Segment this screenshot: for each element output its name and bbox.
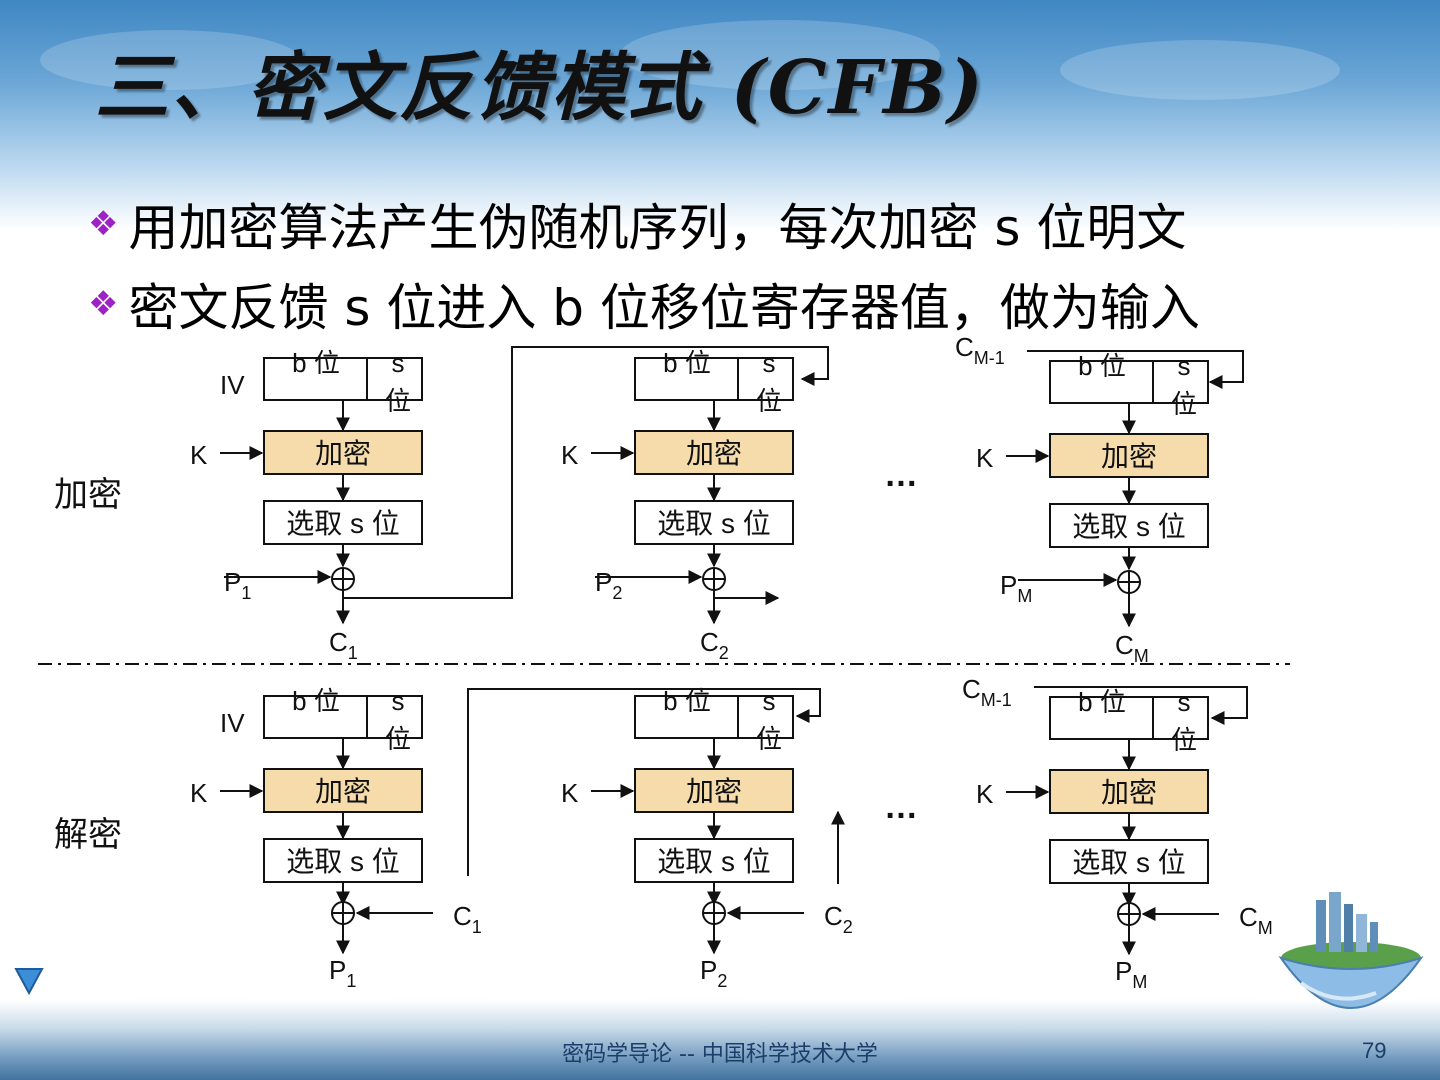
bullet-text: 用加密算法产生伪随机序列，每次加密 s 位明文: [128, 199, 1187, 257]
register-b-label: b 位: [292, 348, 340, 378]
header-background: [0, 0, 1440, 230]
encryption-label: 加密: [1101, 777, 1157, 808]
select-label: 选取 s 位: [286, 508, 400, 539]
register-s-label: 位: [756, 386, 782, 416]
select-label: 选取 s 位: [1072, 847, 1186, 878]
footer-background: [0, 1000, 1440, 1080]
signal-label: CM: [1239, 902, 1273, 938]
signal-label: CM-1: [962, 674, 1012, 710]
register-s-label: s: [1178, 351, 1191, 381]
triangle-down-icon[interactable]: [14, 966, 44, 996]
encryption-box: [263, 768, 423, 813]
signal-label: P1: [224, 567, 251, 603]
xor-icon: [702, 901, 726, 925]
register-s-label: s: [392, 686, 405, 716]
xor-icon: [331, 901, 355, 925]
bullet-text: 密文反馈 s 位进入 b 位移位寄存器值，做为输入: [128, 279, 1200, 337]
encryption-label: 加密: [315, 776, 371, 807]
register-s-label: s: [763, 686, 776, 716]
footer-text: 密码学导论 -- 中国科学技术大学: [562, 1042, 878, 1067]
key-label: K: [976, 443, 994, 473]
signal-label: C2: [700, 627, 729, 663]
select-label: 选取 s 位: [657, 846, 771, 877]
encryption-box: [634, 430, 794, 475]
select-label: 选取 s 位: [1072, 511, 1186, 542]
register-s-label: 位: [385, 386, 411, 416]
encryption-box: [263, 430, 423, 475]
signal-label: P1: [329, 955, 356, 991]
key-label: K: [190, 440, 208, 470]
register-b-label: b 位: [663, 686, 711, 716]
encryption-box: [1049, 433, 1209, 478]
signal-label: P2: [595, 567, 622, 603]
page-number: 79: [1362, 1038, 1387, 1063]
signal-label: C2: [824, 901, 853, 937]
encryption-label: 加密: [686, 776, 742, 807]
bullet-item: ❖密文反馈 s 位进入 b 位移位寄存器值，做为输入: [88, 268, 1200, 340]
signal-label: C1: [453, 901, 482, 937]
select-label: 选取 s 位: [286, 846, 400, 877]
iv-label: IV: [220, 370, 245, 400]
signal-label: PM: [1115, 956, 1147, 992]
encryption-label: 加密: [315, 438, 371, 469]
key-label: K: [190, 778, 208, 808]
ellipsis: …: [884, 456, 918, 494]
section-label-encrypt: 加密: [54, 476, 122, 514]
key-label: K: [976, 779, 994, 809]
globe-city-icon: [1278, 892, 1424, 1009]
shift-register: [263, 357, 423, 401]
encryption-label: 加密: [686, 438, 742, 469]
select-bits-box: [1049, 839, 1209, 884]
xor-icon: [702, 567, 726, 591]
bullet-item: ❖用加密算法产生伪随机序列，每次加密 s 位明文: [88, 188, 1186, 260]
feedback-line: [1027, 350, 1244, 389]
signal-label: CM: [1115, 630, 1149, 666]
register-s-label: s: [1178, 687, 1191, 717]
register-b-label: b 位: [1078, 351, 1126, 381]
key-label: K: [561, 440, 579, 470]
register-s-label: s: [392, 348, 405, 378]
register-s-label: 位: [385, 724, 411, 754]
shift-register: [263, 695, 423, 739]
select-label: 选取 s 位: [657, 508, 771, 539]
diamond-bullet-icon: ❖: [88, 284, 119, 324]
feedback-line: [343, 346, 829, 599]
shift-register: [1049, 696, 1209, 740]
register-s-label: 位: [1171, 725, 1197, 755]
ellipsis: …: [884, 788, 918, 826]
xor-icon: [1117, 902, 1141, 926]
signal-label: CM-1: [955, 332, 1005, 368]
diamond-bullet-icon: ❖: [88, 204, 119, 244]
section-label-decrypt: 解密: [54, 816, 122, 854]
xor-icon: [1117, 570, 1141, 594]
register-b-label: b 位: [663, 348, 711, 378]
slide-title: 三、密文反馈模式 (CFB): [95, 45, 985, 131]
select-bits-box: [263, 838, 423, 883]
iv-label: IV: [220, 708, 245, 738]
register-b-label: b 位: [1078, 687, 1126, 717]
register-b-label: b 位: [292, 686, 340, 716]
signal-label: PM: [1000, 570, 1032, 606]
key-label: K: [561, 778, 579, 808]
xor-icon: [331, 567, 355, 591]
shift-register: [1049, 360, 1209, 404]
select-bits-box: [634, 838, 794, 883]
encryption-box: [1049, 769, 1209, 814]
register-s-label: s: [763, 348, 776, 378]
signal-label: P2: [700, 955, 727, 991]
feedback-line: [467, 688, 821, 876]
register-s-label: 位: [1171, 389, 1197, 419]
signal-label: C1: [329, 627, 358, 663]
encryption-label: 加密: [1101, 441, 1157, 472]
feedback-line: [1034, 686, 1248, 725]
shift-register: [634, 695, 794, 739]
register-s-label: 位: [756, 724, 782, 754]
